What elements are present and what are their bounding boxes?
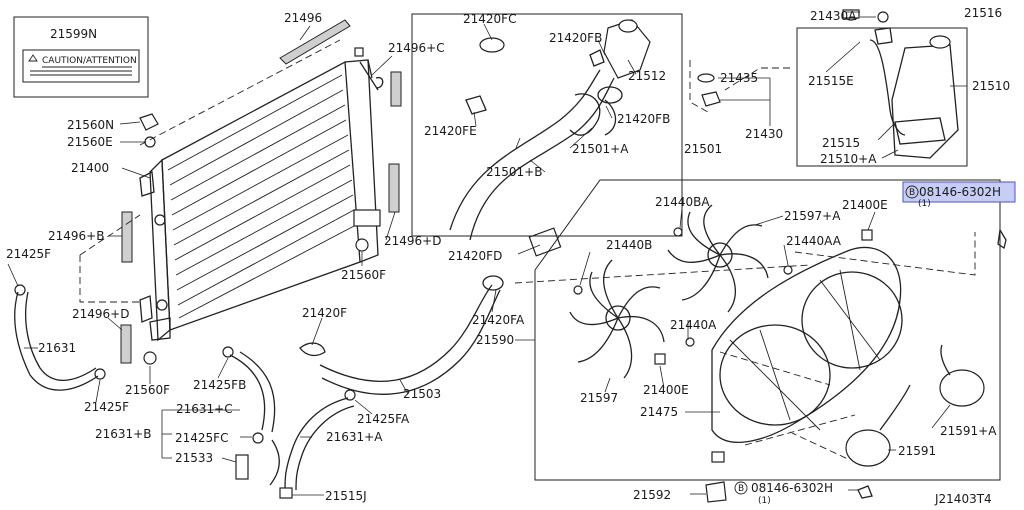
label-21503: 21503 <box>403 387 441 401</box>
label-21496-c: 21496+C <box>388 41 445 55</box>
label-21440ba: 21440BA <box>655 195 710 209</box>
label-21501-b: 21501+B <box>486 165 542 179</box>
callout-circle-icon <box>905 185 919 199</box>
label-21510: 21510 <box>972 79 1010 93</box>
radiator-mounts <box>139 47 369 365</box>
label-21515: 21515 <box>822 136 860 150</box>
label-21425fa: 21425FA <box>357 412 410 426</box>
leader-lines <box>7 11 967 496</box>
bottom-callout-part-number[interactable]: 08146-6302H <box>751 481 833 495</box>
fan-group-box <box>534 179 1001 481</box>
label-21591: 21591 <box>898 444 936 458</box>
reservoir-tank-21510 <box>869 27 959 159</box>
label-21590: 21590 <box>476 333 514 347</box>
label-21631: 21631 <box>38 341 76 355</box>
label-21400: 21400 <box>71 161 109 175</box>
label-21516: 21516 <box>964 6 1002 20</box>
fan-motor-21591 <box>845 384 911 467</box>
callout-qty: (1) <box>918 199 931 209</box>
label-21420fb-mid: 21420FB <box>617 112 670 126</box>
label-21435: 21435 <box>720 71 758 85</box>
label-21420f: 21420F <box>302 306 347 320</box>
reservoir-cap-21516 <box>842 9 860 21</box>
label-21430: 21430 <box>745 127 783 141</box>
label-21501: 21501 <box>684 142 722 156</box>
label-21440a: 21440A <box>670 318 717 332</box>
label-21631-b: 21631+B <box>95 427 151 441</box>
label-21631-a: 21631+A <box>326 430 383 444</box>
label-21597: 21597 <box>580 391 618 405</box>
label-21440b: 21440B <box>606 238 652 252</box>
callout-part-number[interactable]: 08146-6302H <box>919 185 1001 199</box>
label-21440aa: 21440AA <box>786 234 842 248</box>
caution-label-box <box>13 16 149 98</box>
assembly-guides <box>514 60 976 461</box>
label-21560f-low: 21560F <box>125 383 170 397</box>
label-21420fe: 21420FE <box>424 124 477 138</box>
hose-21631-c <box>229 351 276 480</box>
lower-hose-21503 <box>319 284 501 395</box>
fan-shroud-21590 <box>711 246 903 463</box>
label-21400e-top: 21400E <box>842 198 888 212</box>
label-21560n: 21560N <box>67 118 114 132</box>
label-21425f-top: 21425F <box>6 247 51 261</box>
label-21425fc: 21425FC <box>175 431 228 445</box>
fan-blades-21597 <box>569 259 665 379</box>
label-21631-c: 21631+C <box>176 402 233 416</box>
label-21591-a: 21591+A <box>940 424 997 438</box>
hose-21631-a <box>269 397 355 499</box>
label-21420fc: 21420FC <box>463 12 516 26</box>
label-21597-a: 21597+A <box>784 209 841 223</box>
label-21420fd: 21420FD <box>448 249 502 263</box>
label-21425f-low: 21425F <box>84 400 129 414</box>
label-21475: 21475 <box>640 405 678 419</box>
label-21420fb-top: 21420FB <box>549 31 602 45</box>
label-21496-d-low: 21496+D <box>72 307 129 321</box>
hose-21631 <box>14 291 99 391</box>
caution-label-text: CAUTION/ATTENTION <box>42 56 137 66</box>
label-21510-a: 21510+A <box>820 152 877 166</box>
label-21430a: 21430A <box>810 9 857 23</box>
label-21496: 21496 <box>284 11 322 25</box>
callout-circle-icon-bottom <box>734 481 748 495</box>
radiator-outline <box>79 39 341 303</box>
bolt-21430a <box>877 11 889 23</box>
label-21560e: 21560E <box>67 135 113 149</box>
label-21425fb: 21425FB <box>193 378 246 392</box>
upper-hose-21501 <box>449 69 617 257</box>
radiator-21400 <box>139 59 384 342</box>
bottom-callout-qty: (1) <box>758 496 771 506</box>
label-21496-d-mid: 21496+D <box>384 234 441 248</box>
bottom-callout-prefix: B <box>738 484 744 494</box>
label-21533: 21533 <box>175 451 213 465</box>
fan-small-parts <box>573 227 1007 503</box>
reservoir-box <box>796 27 968 167</box>
label-21592: 21592 <box>633 488 671 502</box>
hose-group-box <box>411 13 683 237</box>
label-21501-a: 21501+A <box>572 142 629 156</box>
seal-21435 <box>697 73 715 83</box>
fan-motor-21591a <box>939 344 985 407</box>
diagram-code: J21403T4 <box>934 492 992 506</box>
filler-neck-21512 <box>589 19 651 104</box>
label-21515j: 21515J <box>325 489 367 503</box>
fan-blades-21597a <box>667 204 769 313</box>
cap-21430 <box>701 91 721 107</box>
label-21512: 21512 <box>628 69 666 83</box>
callout-prefix: B <box>909 188 915 198</box>
label-21400e-low: 21400E <box>643 383 689 397</box>
label-21599n: 21599N <box>50 27 97 41</box>
highlighted-callout-box[interactable] <box>902 181 1016 203</box>
label-21560f-top: 21560F <box>341 268 386 282</box>
rubber-strips <box>120 19 402 364</box>
label-21420fa: 21420FA <box>472 313 525 327</box>
label-21515e: 21515E <box>808 74 854 88</box>
label-21496-b: 21496+B <box>48 229 104 243</box>
